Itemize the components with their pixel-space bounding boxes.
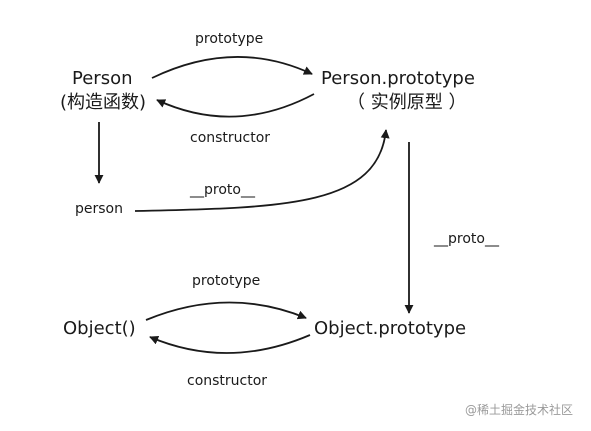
arrow-object-constructor: [149, 334, 311, 354]
edge-label-proto: __proto__: [190, 182, 255, 198]
edge-label-constructor: constructor: [190, 130, 271, 146]
arrow-person-constructor: [156, 93, 315, 118]
arrow-person-prototype: [151, 56, 313, 79]
arrow-object-prototype: [145, 301, 307, 321]
edge-label-object-prototype: prototype: [192, 273, 261, 289]
node-person-constructor-note: (构造函数): [60, 92, 147, 113]
node-person-prototype-note: （ 实例原型 ）: [347, 92, 467, 113]
edge-label-object-constructor: constructor: [187, 373, 268, 389]
watermark: @稀土掘金技术社区: [465, 403, 574, 417]
arrow-instance-proto: [134, 129, 390, 212]
edge-label-prototype: prototype: [195, 31, 264, 47]
node-person-constructor: Person: [72, 68, 133, 89]
node-object-prototype: Object.prototype: [314, 318, 467, 339]
node-person-instance: person: [75, 201, 123, 217]
edge-label-proto-to-object: __proto__: [434, 231, 499, 247]
node-person-prototype: Person.prototype: [321, 68, 475, 89]
node-object-constructor: Object(): [63, 318, 136, 339]
